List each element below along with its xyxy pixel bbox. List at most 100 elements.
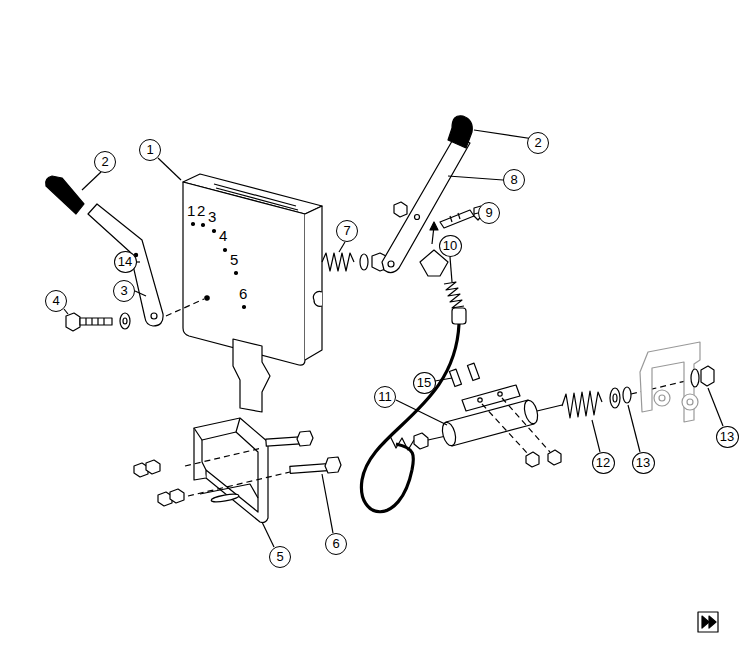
callout-number: 11 <box>374 386 396 408</box>
leader-lines-part <box>158 158 181 180</box>
callout-text: 5 <box>276 550 283 564</box>
left-lever-part <box>80 318 112 325</box>
return-spring-assembly-part-part <box>687 399 693 405</box>
cable-cylinder <box>440 363 562 467</box>
left-lever-part <box>46 176 84 214</box>
bracket-bolts-part <box>185 448 262 466</box>
parts-illustration-part <box>46 116 723 632</box>
leader-lines-part <box>448 176 503 180</box>
callout-text: 10 <box>443 239 457 253</box>
lever-spring-part <box>360 254 368 270</box>
right-lever-part <box>415 215 420 220</box>
return-spring-assembly-part-part <box>654 390 670 406</box>
callout-text: 14 <box>118 255 132 269</box>
leader-lines-part <box>262 522 274 547</box>
return-spring-assembly-part <box>623 387 631 403</box>
forward-icon-part <box>698 612 718 632</box>
left-lever-part <box>151 313 157 319</box>
callout-text: 1 <box>146 143 153 157</box>
right-lever-part <box>450 216 452 222</box>
control-cable-part <box>361 324 459 512</box>
right-lever-part <box>448 116 472 148</box>
lever-housing-part <box>305 206 322 360</box>
bracket-bolts-part <box>266 437 300 446</box>
position-number: 4 <box>219 228 227 243</box>
mounting-bracket-part <box>194 428 206 480</box>
cable-cylinder-part <box>537 405 562 411</box>
leader-lines-part <box>450 257 452 282</box>
lever-housing <box>183 174 322 412</box>
left-lever-part <box>66 313 80 331</box>
return-spring-assembly <box>562 342 714 422</box>
callout-text: 2 <box>101 155 108 169</box>
cable-cylinder-part <box>502 398 550 452</box>
left-lever-part <box>97 318 98 325</box>
callout-number: 9 <box>478 202 500 224</box>
callout-number: 2 <box>527 132 549 154</box>
right-lever-part <box>394 202 407 217</box>
callout-number: 2 <box>94 151 116 173</box>
callout-text: 4 <box>52 294 59 308</box>
mounting-bracket <box>194 418 268 523</box>
bracket-bolts-part <box>290 464 328 474</box>
position-number: 3 <box>208 209 216 224</box>
lever-housing-part <box>202 224 205 227</box>
right-lever-part <box>440 210 474 228</box>
return-spring-assembly-part <box>691 369 699 387</box>
callout-text: 9 <box>485 206 492 220</box>
callout-number: 4 <box>45 290 67 312</box>
callout-text: 13 <box>720 430 734 444</box>
leader-lines-part <box>136 261 140 262</box>
cable-cylinder-part <box>440 421 458 447</box>
return-spring-assembly-part <box>610 388 620 408</box>
left-lever-part <box>85 318 86 325</box>
lever-housing-part <box>192 223 195 226</box>
lever-spring <box>322 253 388 271</box>
cable-cylinder-part <box>548 450 561 465</box>
callout-text: 3 <box>120 284 127 298</box>
lever-housing-part <box>213 230 216 233</box>
leader-lines-part <box>64 309 68 314</box>
cable-cylinder-part <box>526 452 539 467</box>
lever-housing-part <box>224 249 227 252</box>
callout-text: 7 <box>343 224 350 238</box>
left-lever-part <box>123 318 127 324</box>
return-spring-assembly-part <box>701 366 714 386</box>
leader-lines-part <box>339 242 345 252</box>
callout-number: 13 <box>632 452 655 474</box>
return-spring-assembly-part <box>640 342 700 422</box>
return-spring-assembly-part-part <box>640 342 700 422</box>
position-number: 2 <box>197 203 205 218</box>
control-cable <box>361 282 466 512</box>
bracket-bolts-part <box>170 489 184 503</box>
right-lever-part <box>458 213 460 219</box>
leader-lines-part <box>628 405 640 452</box>
bracket-bolts-part <box>188 472 290 496</box>
leader-lines-part <box>396 400 447 425</box>
left-lever-part <box>91 318 92 325</box>
left-lever-part <box>88 204 163 326</box>
callout-text: 2 <box>534 136 541 150</box>
left-lever-part <box>120 313 130 329</box>
control-cable-part <box>452 308 466 324</box>
leader-lines-part <box>435 378 452 381</box>
callout-number: 14 <box>114 251 137 273</box>
return-spring-assembly-part-part <box>682 394 698 410</box>
callout-number: 15 <box>413 372 436 394</box>
cable-cylinder-part <box>446 400 534 446</box>
position-number: 6 <box>239 286 247 301</box>
leader-lines-part <box>708 388 723 426</box>
mounting-bracket-part <box>202 440 206 470</box>
return-spring-assembly-part-part <box>659 395 665 401</box>
cable-cylinder-part <box>522 399 540 425</box>
cable-cylinder-part <box>462 385 520 411</box>
callout-text: 11 <box>378 390 392 404</box>
callout-number: 1 <box>139 139 161 161</box>
callout-text: 6 <box>332 537 339 551</box>
return-spring-assembly-part <box>562 391 602 418</box>
right-lever <box>382 116 485 276</box>
lever-housing-part <box>205 296 209 300</box>
forward-icon-part <box>702 616 709 628</box>
callout-number: 7 <box>336 220 358 242</box>
